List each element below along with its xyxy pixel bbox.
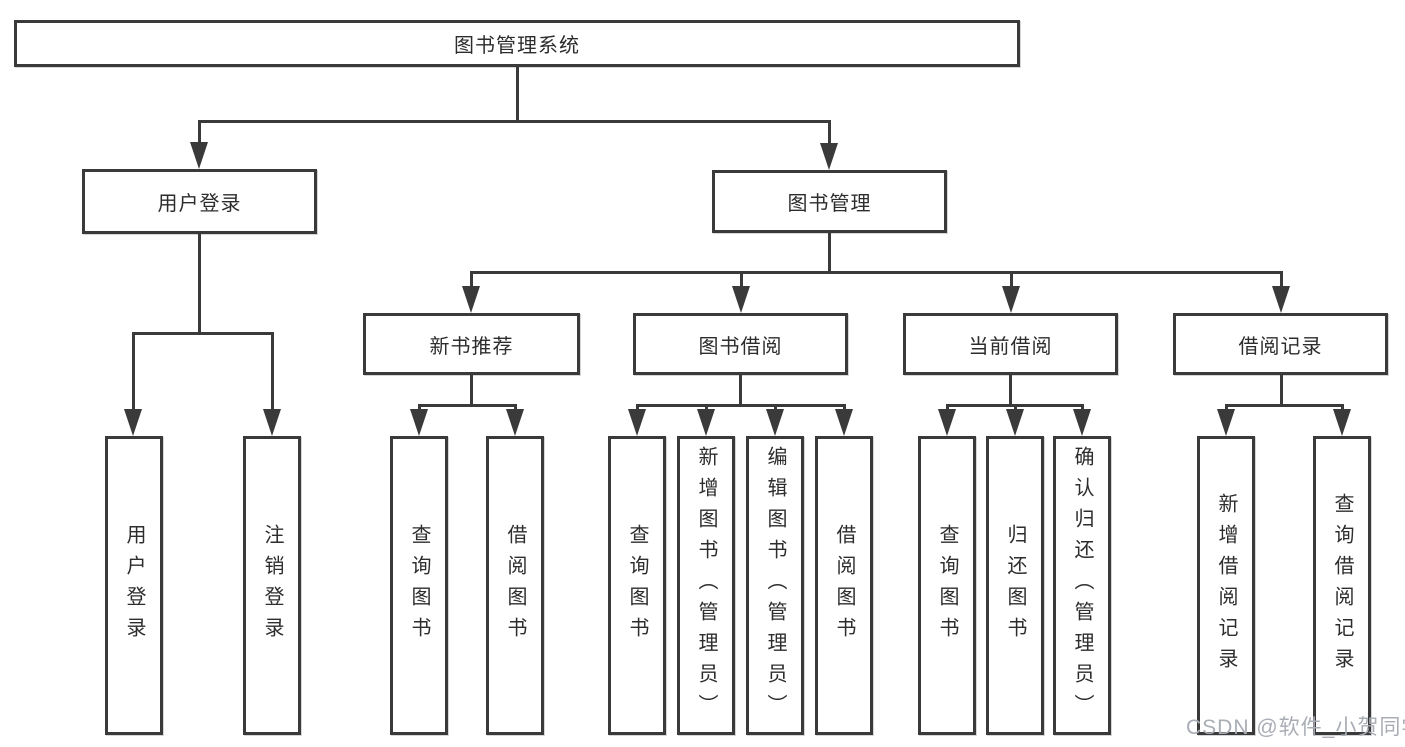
connector-line [1009, 373, 1012, 406]
leaf-return-books: 归还图书 [986, 436, 1044, 735]
arrow-down-icon [732, 286, 750, 313]
connector-line [1280, 373, 1283, 406]
connector-line [946, 404, 949, 413]
arrow-down-icon [190, 142, 208, 169]
connector-line [1014, 404, 1017, 413]
connector-line [774, 404, 777, 413]
arrow-down-icon [1073, 409, 1091, 436]
connector-line [1010, 271, 1013, 288]
arrow-down-icon [1272, 286, 1290, 313]
arrow-down-icon [820, 143, 838, 170]
connector-line [198, 120, 830, 123]
connector-line [132, 332, 135, 412]
arrow-down-icon [506, 409, 524, 436]
connector-line [828, 120, 831, 147]
connector-line [514, 404, 517, 413]
connector-line [198, 120, 201, 146]
leaf-logout: 注销登录 [243, 436, 301, 735]
leaf-borrow-books-recommend: 借阅图书 [486, 436, 544, 735]
connector-line [271, 332, 274, 412]
node-book-management: 图书管理 [712, 170, 947, 233]
leaf-query-borrow-record: 查询借阅记录 [1313, 436, 1371, 735]
connector-line [636, 404, 846, 407]
connector-line [1225, 404, 1228, 413]
arrow-down-icon [628, 409, 646, 436]
node-user-login: 用户登录 [82, 169, 317, 234]
watermark: CSDN @软件_小贺同学 [1186, 716, 1405, 739]
leaf-user-login: 用户登录 [105, 436, 163, 735]
leaf-query-books-current: 查询图书 [918, 436, 976, 735]
leaf-confirm-return-admin: 确认归还（管理员） [1053, 436, 1111, 735]
leaf-add-borrow-record: 新增借阅记录 [1197, 436, 1255, 735]
arrow-down-icon [766, 409, 784, 436]
node-borrowing-records: 借阅记录 [1173, 313, 1388, 375]
connector-line [1081, 404, 1084, 413]
arrow-down-icon [124, 409, 142, 436]
connector-line [1280, 271, 1283, 288]
node-library-management-system: 图书管理系统 [14, 20, 1020, 67]
arrow-down-icon [1333, 409, 1351, 436]
connector-line [198, 232, 201, 334]
arrow-down-icon [697, 409, 715, 436]
connector-line [470, 271, 473, 288]
connector-line [1341, 404, 1344, 413]
leaf-query-books-borrowing: 查询图书 [608, 436, 666, 735]
connector-line [739, 373, 742, 406]
connector-line [636, 404, 639, 413]
connector-line [418, 404, 421, 413]
node-book-borrowing: 图书借阅 [633, 313, 848, 375]
leaf-edit-books-admin: 编辑图书（管理员） [746, 436, 804, 735]
arrow-down-icon [835, 409, 853, 436]
connector-line [1225, 404, 1343, 407]
arrow-down-icon [1002, 286, 1020, 313]
arrow-down-icon [410, 409, 428, 436]
arrow-down-icon [1006, 409, 1024, 436]
arrow-down-icon [462, 286, 480, 313]
connector-line [828, 231, 831, 273]
arrow-down-icon [1217, 409, 1235, 436]
connector-line [705, 404, 708, 413]
leaf-borrow-books: 借阅图书 [815, 436, 873, 735]
connector-line [843, 404, 846, 413]
connector-line [470, 271, 1282, 274]
node-current-borrowing: 当前借阅 [903, 313, 1118, 375]
node-new-book-recommendation: 新书推荐 [363, 313, 580, 375]
connector-line [516, 66, 519, 122]
arrow-down-icon [938, 409, 956, 436]
connector-line [418, 404, 516, 407]
connector-line [470, 373, 473, 406]
leaf-query-books-recommend: 查询图书 [390, 436, 448, 735]
arrow-down-icon [263, 409, 281, 436]
connector-line [740, 271, 743, 288]
connector-line [132, 332, 274, 335]
leaf-add-books-admin: 新增图书（管理员） [677, 436, 735, 735]
